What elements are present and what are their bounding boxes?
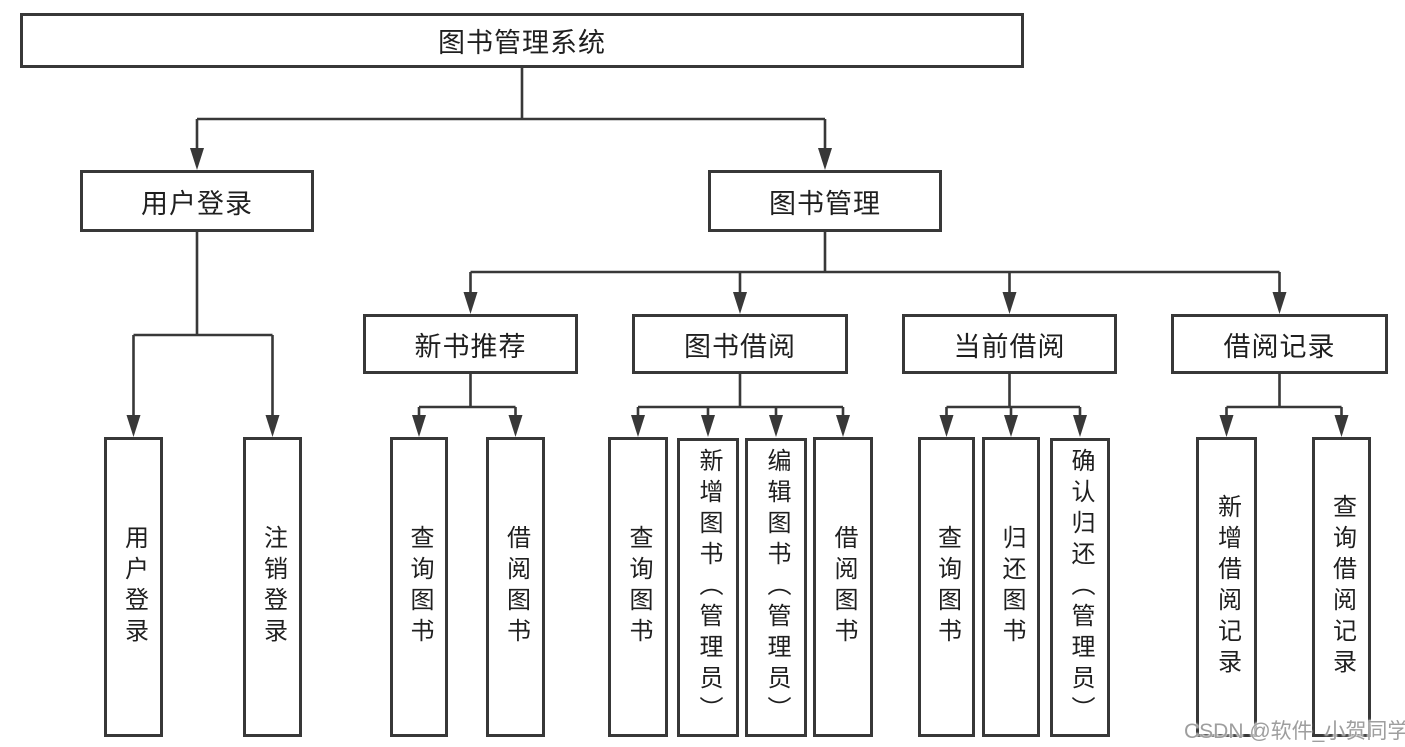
connector-book-borrowing-to-leaves — [636, 374, 845, 419]
connector-root-to-level2-arrowheads — [190, 148, 832, 170]
connector-user-login-arrowheads — [126, 415, 280, 437]
arrowhead — [1004, 415, 1018, 437]
connector-borrow-records-to-leaves — [1225, 374, 1343, 419]
leaf-label: 编辑图书（管理员） — [763, 448, 790, 727]
leaf-return-books: 归还图书 — [982, 437, 1040, 737]
leaf-label: 注销登录 — [259, 525, 287, 649]
leaf-query-books-recommend: 查询图书 — [390, 437, 448, 737]
leaf-borrow-books-recommend: 借阅图书 — [486, 437, 545, 737]
arrowhead — [733, 292, 747, 314]
leaf-user-login: 用户登录 — [104, 437, 163, 737]
node-label: 借阅记录 — [1223, 331, 1336, 362]
node-borrow-records: 借阅记录 — [1171, 314, 1388, 374]
csdn-watermark: CSDN @软件_小贺同学 — [1184, 720, 1405, 743]
connector-current-borrowing-to-leaves — [945, 374, 1082, 419]
leaf-confirm-return-admin: 确认归还（管理员） — [1050, 438, 1110, 737]
connector-borrow-records-arrowheads — [1219, 415, 1349, 437]
leaf-label: 查询图书 — [406, 525, 433, 649]
arrowhead — [1002, 292, 1017, 314]
arrowhead — [818, 148, 832, 170]
arrowhead — [1334, 415, 1349, 437]
leaf-query-books-borrowing: 查询图书 — [608, 437, 668, 737]
connector-book-management-arrowheads — [463, 292, 1287, 314]
arrowhead — [939, 415, 954, 437]
leaf-logout: 注销登录 — [243, 437, 302, 737]
node-label: 图书管理系统 — [438, 28, 606, 58]
arrowhead — [1219, 415, 1234, 437]
node-book-management: 图书管理 — [708, 170, 942, 232]
leaf-label: 确认归还（管理员） — [1067, 448, 1094, 727]
node-new-book-recommend: 新书推荐 — [363, 314, 578, 374]
arrowhead — [1272, 292, 1287, 314]
arrowhead — [836, 415, 850, 437]
node-label: 用户登录 — [141, 188, 253, 219]
leaf-label: 借阅图书 — [830, 525, 857, 649]
leaf-query-borrow-record: 查询借阅记录 — [1312, 437, 1371, 737]
leaf-label: 用户登录 — [120, 525, 148, 649]
connector-current-borrowing-arrowheads — [939, 415, 1087, 437]
node-label: 新书推荐 — [414, 331, 527, 362]
connector-new-book-recommend-to-leaves — [417, 374, 517, 419]
node-book-borrowing: 图书借阅 — [632, 314, 848, 374]
connector-new-book-recommend-arrowheads — [412, 415, 523, 437]
node-label: 当前借阅 — [953, 331, 1066, 362]
node-label: 图书管理 — [769, 188, 881, 219]
arrowhead — [1073, 415, 1087, 437]
arrowhead — [463, 292, 478, 314]
connector-book-borrowing-arrowheads — [631, 415, 850, 437]
leaf-add-book-admin: 新增图书（管理员） — [677, 438, 739, 737]
arrowhead — [412, 415, 426, 437]
leaf-label: 新增借阅记录 — [1213, 494, 1241, 680]
arrowhead — [631, 415, 645, 437]
leaf-label: 查询图书 — [933, 525, 961, 649]
node-user-login: 用户登录 — [80, 170, 314, 232]
leaf-add-borrow-record: 新增借阅记录 — [1196, 437, 1257, 737]
leaf-label: 借阅图书 — [502, 525, 530, 649]
connector-root-to-level2 — [195, 68, 827, 152]
leaf-label: 新增图书（管理员） — [695, 448, 722, 727]
arrowhead — [701, 415, 715, 437]
leaf-label: 查询图书 — [625, 525, 652, 649]
arrowhead — [190, 148, 204, 170]
arrowhead — [508, 415, 523, 437]
connector-book-management-to-level3 — [469, 232, 1281, 297]
node-label: 图书借阅 — [684, 331, 796, 362]
leaf-borrow-books-borrowing: 借阅图书 — [813, 437, 873, 737]
node-root-system: 图书管理系统 — [20, 13, 1024, 68]
leaf-label: 查询借阅记录 — [1328, 494, 1356, 680]
arrowhead — [265, 415, 280, 437]
leaf-query-books-current: 查询图书 — [918, 437, 975, 737]
node-current-borrowing: 当前借阅 — [902, 314, 1117, 374]
arrowhead — [126, 415, 141, 437]
connector-user-login-to-leaves — [132, 232, 274, 419]
arrowhead — [769, 415, 783, 437]
leaf-edit-book-admin: 编辑图书（管理员） — [745, 438, 807, 737]
leaf-label: 归还图书 — [998, 525, 1025, 649]
